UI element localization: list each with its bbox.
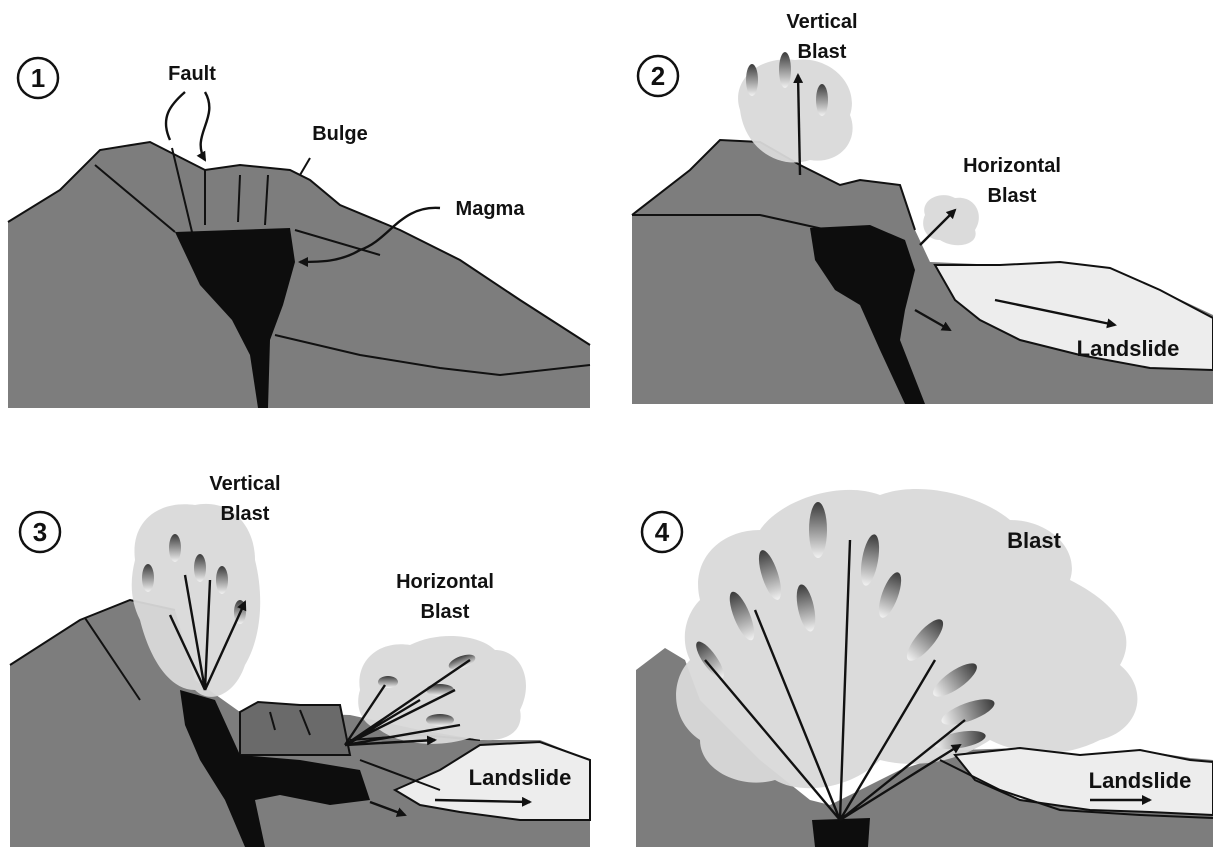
panel-2-plume-1 <box>746 64 758 96</box>
panel-2: 2 Vertical Blast Horizontal Blast Landsl… <box>632 11 1213 404</box>
panel-3-plume-4 <box>216 566 228 594</box>
panel-3-plume-1 <box>142 564 154 592</box>
panel-2-landslide-label: Landslide <box>1077 336 1180 361</box>
panel-3-block <box>240 702 350 755</box>
panel-4-vent <box>812 818 870 847</box>
panel-2-plume-3 <box>816 84 828 116</box>
panel-1-number: 1 <box>31 63 45 93</box>
panel-1-fault-label: Fault <box>168 63 216 85</box>
panel-1-mountain <box>8 142 590 408</box>
panel-2-horizontal-cloud <box>923 195 979 245</box>
panel-4: 4 Blast Landslide <box>636 489 1213 847</box>
panel-4-blast-cloud <box>676 489 1137 788</box>
panel-2-plume-2 <box>779 52 791 88</box>
panel-3-number: 3 <box>33 517 47 547</box>
panel-3-vertical-label-2: Blast <box>221 503 270 525</box>
panel-3-plume-9 <box>426 714 454 726</box>
panel-2-horizontal-label-2: Blast <box>988 185 1037 207</box>
panel-2-number: 2 <box>651 61 665 91</box>
panel-1: 1 Fault Bulge Magma <box>8 58 590 408</box>
panel-1-bulge-pointer <box>300 158 310 175</box>
panel-1-magma-label: Magma <box>456 198 526 220</box>
panel-3-landslide-label: Landslide <box>469 765 572 790</box>
panel-4-blast-label: Blast <box>1007 528 1061 553</box>
panel-3-horizontal-label-2: Blast <box>421 601 470 623</box>
panel-3-plume-2 <box>169 534 181 562</box>
panel-4-plume-5 <box>809 502 827 558</box>
panel-3-horizontal-label-1: Horizontal <box>396 571 494 593</box>
panel-3-plume-3 <box>194 554 206 582</box>
panel-2-vertical-label-2: Blast <box>798 41 847 63</box>
panel-4-landslide-label: Landslide <box>1089 768 1192 793</box>
panel-2-horizontal-label-1: Horizontal <box>963 155 1061 177</box>
panel-3: 3 Vertical Blast Horizontal Blast Landsl… <box>10 473 590 847</box>
panel-4-number: 4 <box>655 517 670 547</box>
panel-2-vertical-label-1: Vertical <box>786 11 857 33</box>
panel-1-bulge-label: Bulge <box>312 123 368 145</box>
panel-3-vertical-label-1: Vertical <box>209 473 280 495</box>
panel-3-plume-8 <box>378 676 398 688</box>
